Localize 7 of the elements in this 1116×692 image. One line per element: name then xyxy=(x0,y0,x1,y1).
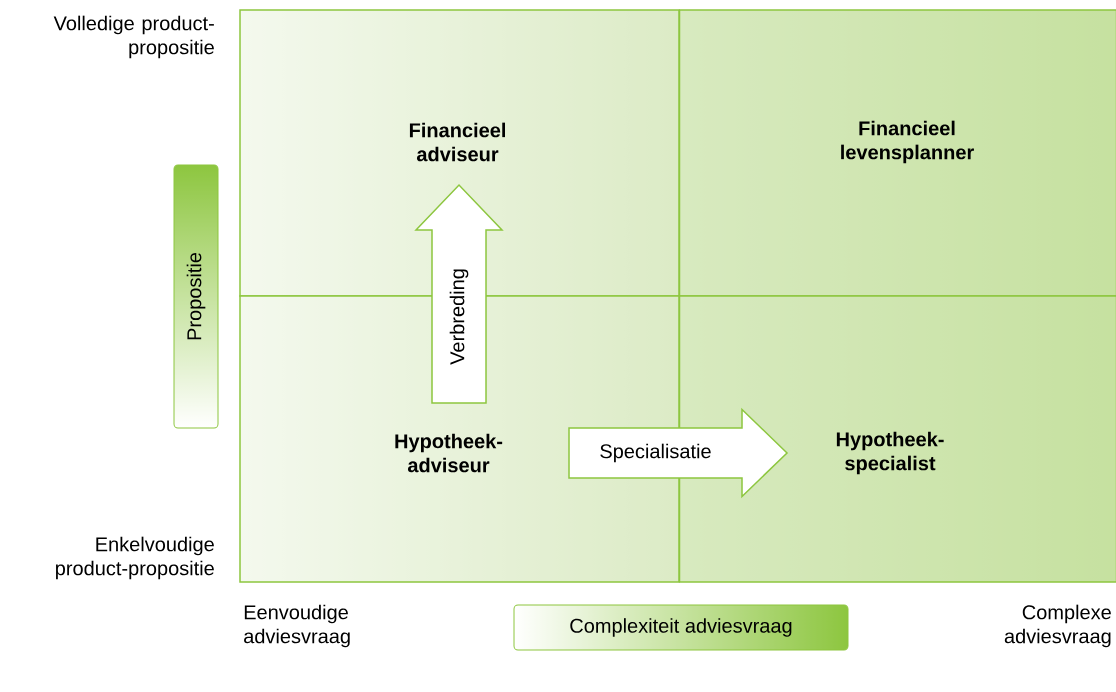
axis-label: Complexe adviesvraag xyxy=(1004,604,1111,648)
gradient-bar: Propositie xyxy=(173,164,219,429)
axis-label: Volledige product-propositie xyxy=(53,15,214,59)
axis-label: Enkelvoudige product-propositie xyxy=(56,536,214,580)
axis-label: Eenvoudige adviesvraag xyxy=(244,604,350,648)
quadrant-box: Financieel levensplanner xyxy=(678,9,1116,297)
gradient-bar: Complexiteit adviesvraag xyxy=(513,604,849,651)
